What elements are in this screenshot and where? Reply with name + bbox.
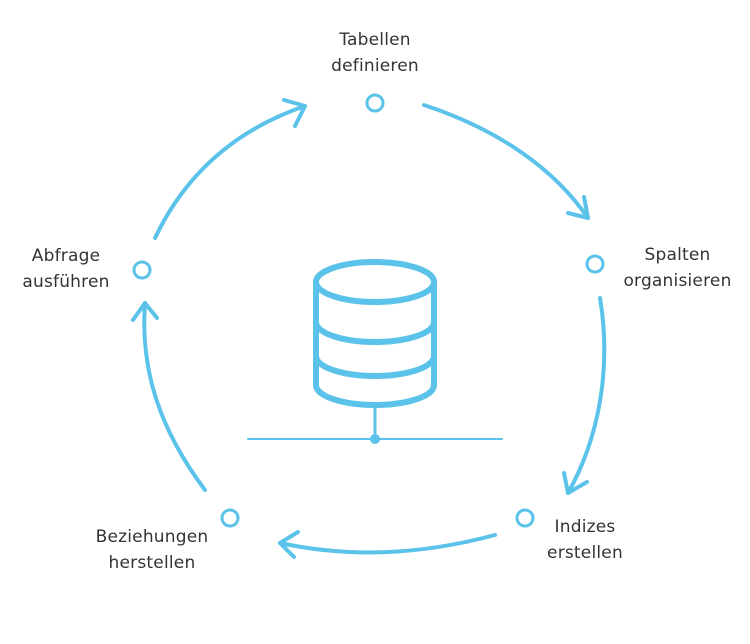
step-subtitle: erstellen (547, 543, 623, 563)
arrowhead-5 (282, 98, 307, 128)
step-label-spalten: Spalten organisieren (605, 242, 750, 294)
arrowhead-4 (131, 301, 159, 322)
node-beziehungen (220, 508, 240, 528)
step-title: Beziehungen (95, 527, 209, 547)
node-abfrage (132, 260, 152, 280)
cycle-arrow-3 (278, 533, 497, 555)
step-title: Indizes (554, 517, 616, 537)
node-spalten (585, 254, 605, 274)
step-subtitle: ausführen (22, 272, 110, 292)
step-label-abfrage: Abfrage ausführen (10, 243, 122, 295)
cycle-arrow-2 (566, 296, 607, 495)
step-label-tabellen: Tabellen definieren (300, 27, 450, 79)
arrowhead-3 (278, 530, 300, 559)
step-subtitle: definieren (331, 56, 419, 76)
cycle-arrow-1 (422, 103, 590, 220)
cycle-arrow-4 (142, 301, 207, 492)
step-label-beziehungen: Beziehungen herstellen (82, 524, 222, 576)
step-subtitle: herstellen (108, 553, 196, 573)
step-label-indizes: Indizes erstellen (530, 514, 640, 566)
arrowhead-1 (566, 195, 590, 220)
connector-dot (370, 434, 380, 444)
step-title: Abfrage (31, 246, 101, 266)
step-title: Tabellen (339, 30, 411, 50)
cycle-arrow-5 (153, 104, 307, 240)
node-indizes (515, 508, 535, 528)
step-subtitle: organisieren (623, 271, 732, 291)
node-tabellen (365, 93, 385, 113)
step-title: Spalten (644, 245, 711, 265)
arrowhead-2 (562, 471, 589, 495)
database-icon (313, 259, 437, 408)
